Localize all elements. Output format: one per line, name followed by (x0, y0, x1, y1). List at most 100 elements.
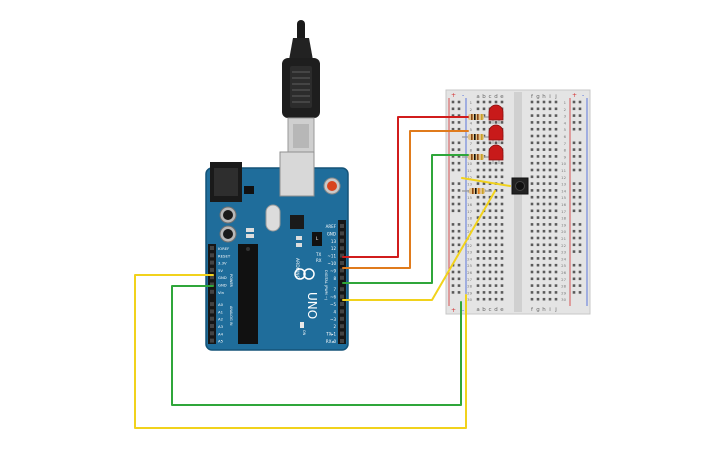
left-pin-socket[interactable] (210, 324, 214, 328)
row-number: 6 (564, 134, 567, 139)
left-pin-socket[interactable] (210, 253, 214, 258)
left-pin-socket[interactable] (210, 267, 214, 272)
digital-pin-socket[interactable] (340, 246, 344, 251)
power-analog-pin-header (208, 244, 216, 344)
pin-label-12: 12 (331, 246, 337, 251)
digital-pin-socket[interactable] (340, 287, 344, 292)
left-pin-socket[interactable] (210, 338, 214, 343)
wire-yellow-5v[interactable] (134, 274, 467, 429)
left-pin-socket[interactable] (210, 331, 214, 336)
col-letter-e: e (500, 94, 504, 100)
row-number: 27 (467, 277, 472, 282)
wire-yellow-button-top[interactable] (461, 177, 511, 187)
col-letter-e-bottom: e (500, 307, 504, 313)
row-number: 17 (561, 209, 566, 214)
breadboard-row-numbers: 1122334455667788991010111112121313141415… (467, 100, 566, 302)
pin-label-13: 13 (331, 239, 337, 244)
digital-pin-socket[interactable] (340, 253, 344, 258)
digital-pin-socket[interactable] (340, 238, 344, 243)
breadboard[interactable]: + - + - + - a b c d e f g h i j a b c d … (445, 89, 591, 315)
arduino-uno-board[interactable]: L TX RX ARDUINO UNO ON DIGITAL (PWM ~) P… (205, 151, 349, 351)
digital-pin-socket[interactable] (340, 261, 344, 265)
digital-pin-socket[interactable] (340, 331, 344, 336)
digital-pin-socket[interactable] (340, 302, 344, 306)
row-number: 18 (561, 216, 566, 221)
icsp-header (312, 232, 322, 246)
col-letter-j: j (554, 94, 557, 100)
digital-pin-socket[interactable] (340, 316, 344, 321)
resistor-4[interactable] (462, 188, 492, 194)
led-3[interactable] (488, 144, 504, 164)
pin-label-reset: RESET (218, 253, 231, 258)
left-pin-socket[interactable] (210, 309, 214, 314)
row-number: 28 (467, 284, 472, 289)
digital-pin-header (338, 220, 346, 344)
row-number: 22 (467, 243, 472, 248)
resistor-2[interactable] (462, 134, 490, 140)
pin-label-a0: A0 (218, 302, 224, 307)
row-number: 2 (470, 107, 473, 112)
digital-pin-socket[interactable] (340, 294, 344, 299)
row-number: 4 (564, 120, 567, 125)
atmega-chip (238, 244, 258, 344)
row-number: 10 (561, 161, 566, 166)
row-number: 15 (561, 195, 566, 200)
pin-label-1: TX▸1 (325, 332, 336, 337)
row-number: 29 (561, 290, 566, 295)
col-letter-c: c (488, 94, 491, 100)
digital-pin-socket[interactable] (340, 309, 344, 314)
digital-pin-socket[interactable] (340, 224, 344, 228)
row-number: 4 (470, 120, 473, 125)
resistor-3[interactable] (462, 154, 490, 160)
left-pin-socket[interactable] (210, 282, 214, 287)
row-number: 27 (561, 277, 566, 282)
rail-plus-label-top-right: + (572, 92, 577, 99)
row-number: 25 (467, 263, 472, 268)
pin-label-a1: A1 (218, 309, 224, 314)
col-letter-i: i (549, 94, 551, 100)
push-button[interactable] (511, 177, 529, 195)
wire-yellow-pin7[interactable] (342, 190, 496, 301)
row-number: 20 (467, 229, 472, 234)
board-model-label: UNO (305, 292, 319, 319)
pin-label-7: 7 (333, 287, 336, 292)
row-number: 10 (467, 161, 472, 166)
digital-pin-socket[interactable] (340, 339, 344, 343)
row-number: 1 (564, 100, 567, 105)
led-2[interactable] (488, 124, 504, 144)
col-letter-h-bottom: h (542, 307, 546, 313)
digital-pin-socket[interactable] (340, 231, 344, 236)
pin-label-a2: A2 (218, 317, 224, 322)
row-number: 7 (470, 141, 473, 146)
wires (134, 116, 511, 429)
rail-plus-label-top-left: + (451, 92, 456, 99)
left-pin-socket[interactable] (210, 289, 214, 294)
led-1[interactable] (488, 104, 504, 124)
col-letter-f-bottom: f (531, 307, 534, 313)
reset-button-cap (327, 181, 337, 191)
digital-pin-socket[interactable] (340, 275, 344, 280)
wire-orange-pin12[interactable] (342, 130, 469, 269)
led-label-l: L (316, 236, 319, 241)
wire-red-pin13[interactable] (342, 116, 469, 258)
row-number: 8 (470, 148, 473, 153)
rail-minus-label-top-left: - (462, 92, 464, 99)
pin-label-3: ~3 (330, 317, 336, 322)
digital-pin-socket[interactable] (340, 324, 344, 329)
left-pin-socket[interactable] (210, 260, 214, 265)
wire-green-pin10[interactable] (342, 154, 469, 284)
left-pin-socket[interactable] (210, 275, 214, 280)
left-header-housing (208, 244, 216, 344)
left-pin-socket[interactable] (210, 302, 214, 307)
usb-plug-grip (290, 66, 312, 108)
breadboard-center-channel (514, 92, 522, 312)
rail-minus-label-bottom-left: - (462, 307, 464, 314)
pin-label-ioref: IOREF (218, 246, 229, 251)
wire-green-gnd[interactable] (171, 285, 462, 406)
digital-pin-socket[interactable] (340, 268, 344, 273)
left-pin-socket[interactable] (210, 246, 214, 250)
col-letter-a: a (476, 94, 479, 100)
left-pin-socket[interactable] (210, 316, 214, 321)
pin-label-6: ~6 (330, 295, 336, 300)
